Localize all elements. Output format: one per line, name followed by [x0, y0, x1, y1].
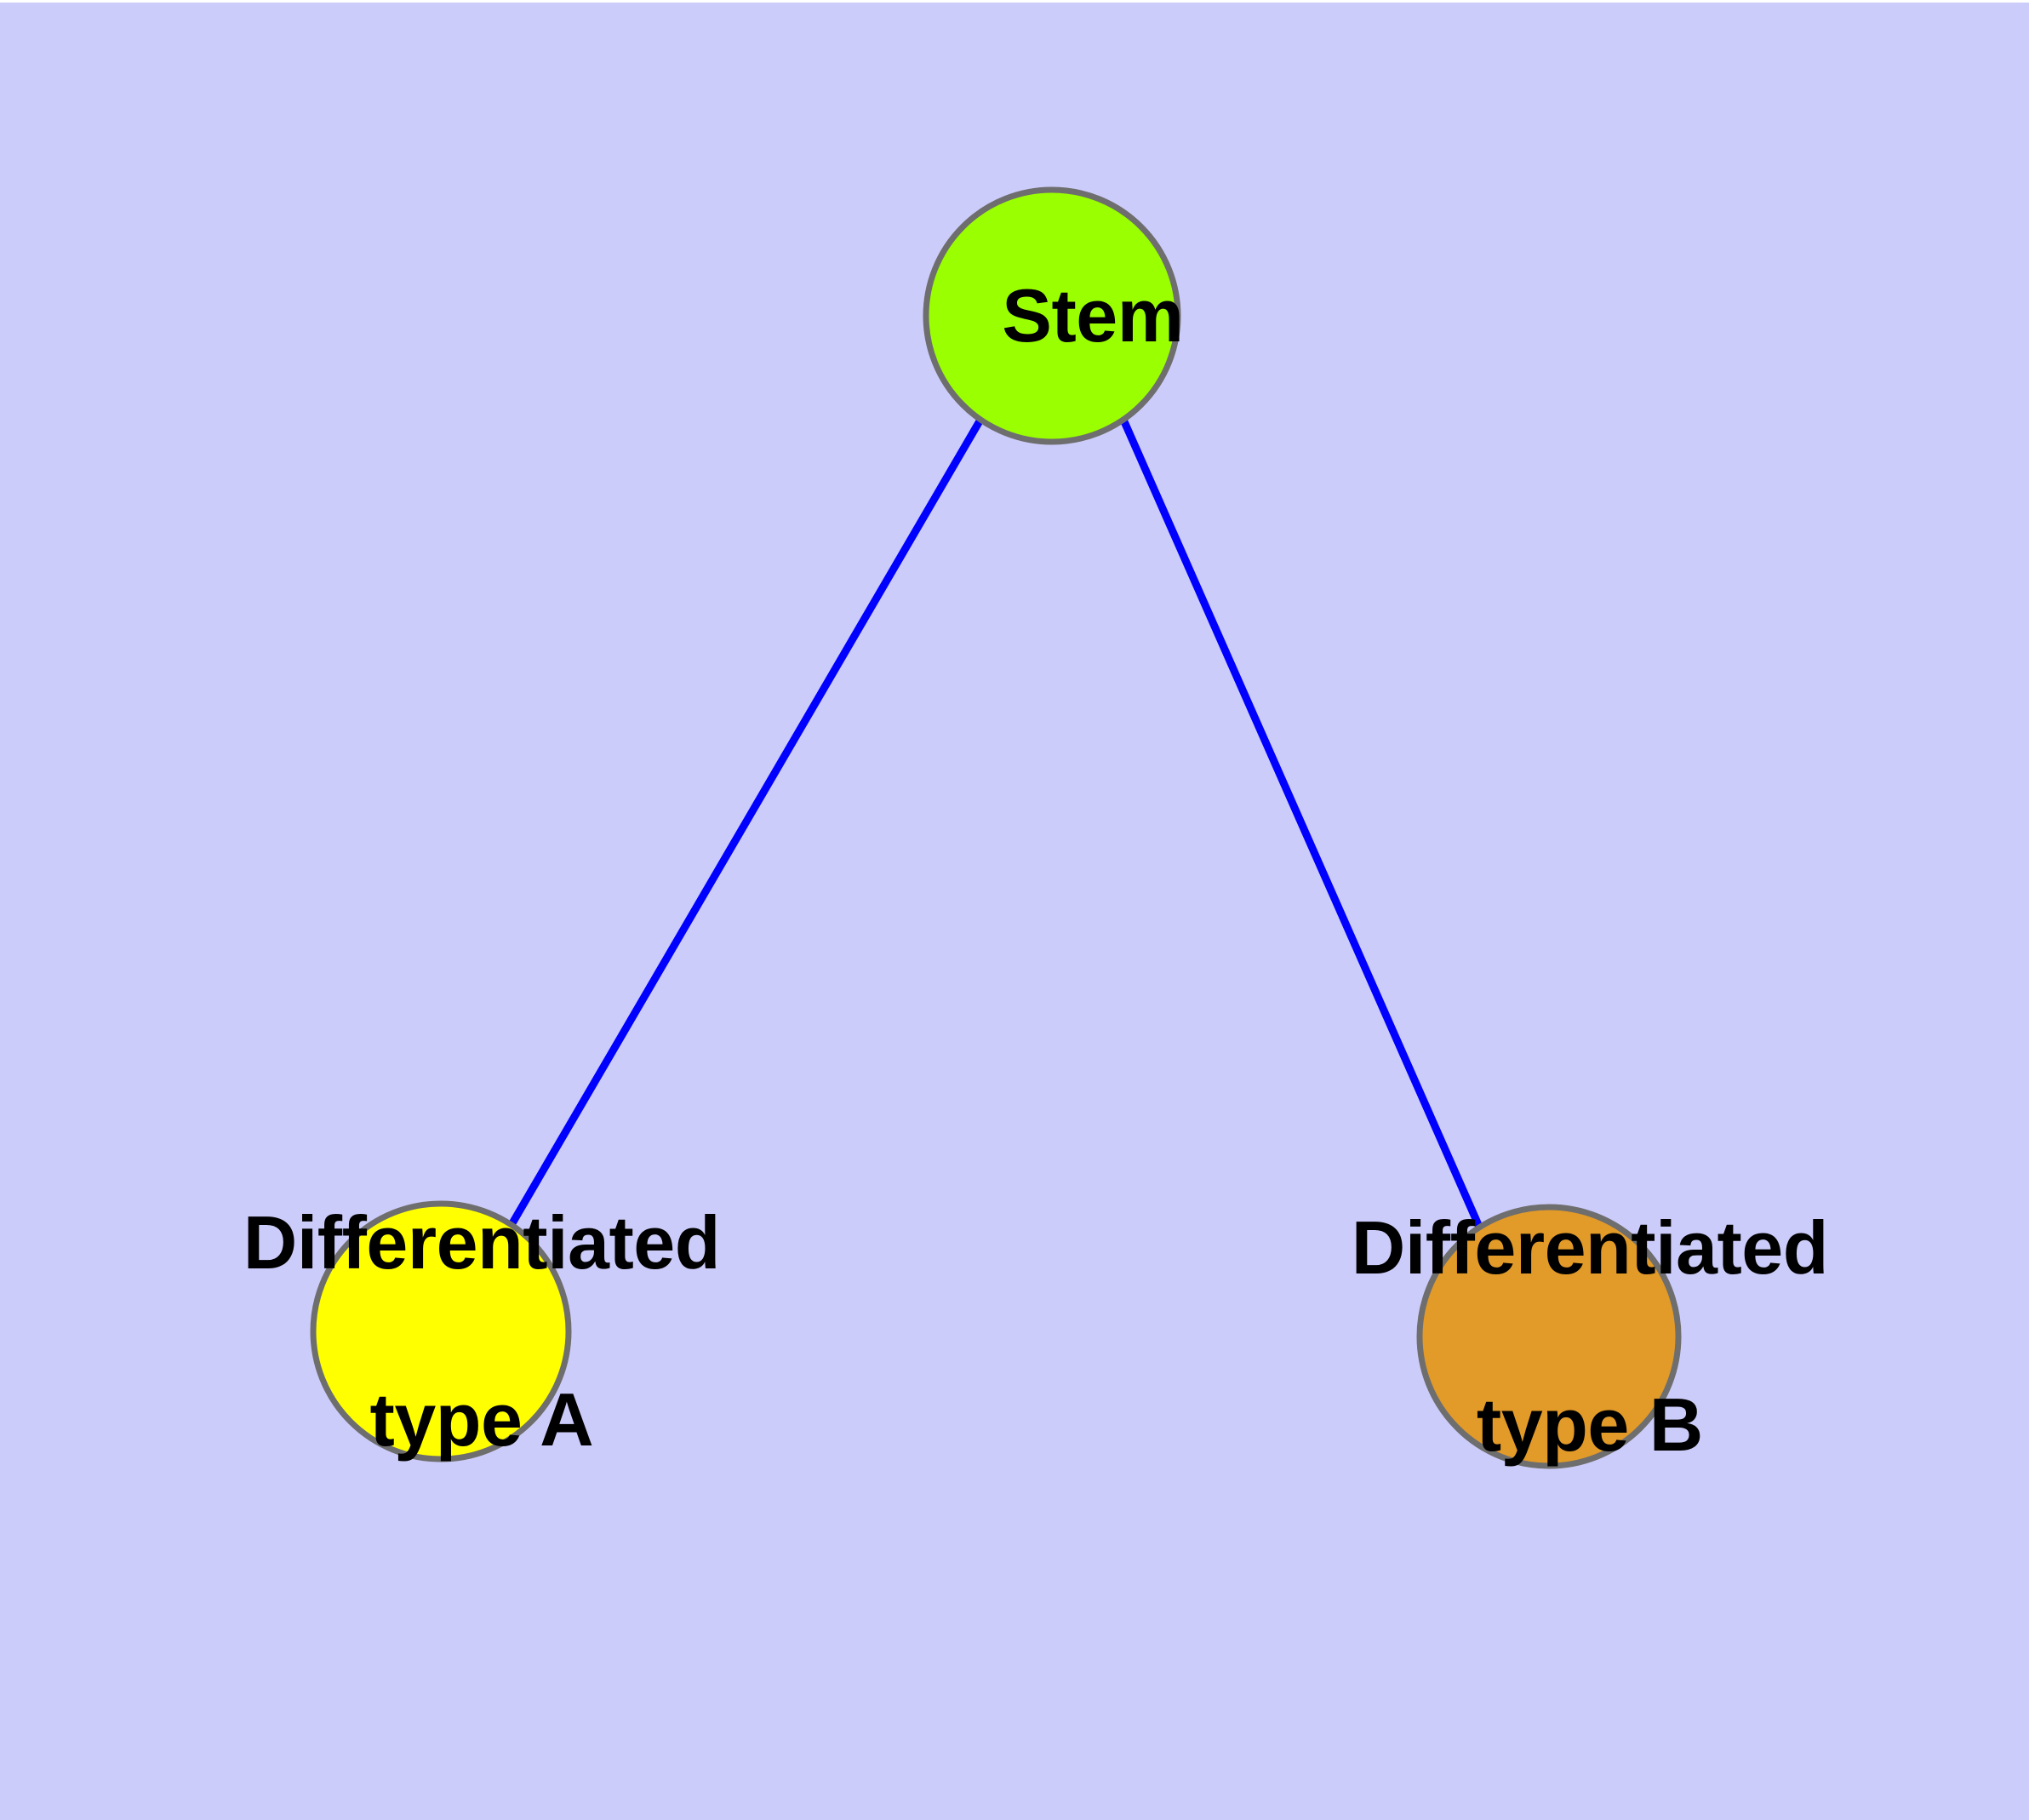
node-differentiated-type-b[interactable]	[1416, 1204, 1682, 1469]
node-stem[interactable]	[923, 186, 1181, 445]
node-differentiated-type-a[interactable]	[310, 1200, 572, 1462]
edge-stem-to-differentiated-type-a[interactable]	[509, 417, 984, 1226]
node-layer	[310, 186, 1682, 1469]
edge-layer	[509, 417, 1483, 1228]
edge-stem-to-differentiated-type-b[interactable]	[1119, 418, 1483, 1228]
